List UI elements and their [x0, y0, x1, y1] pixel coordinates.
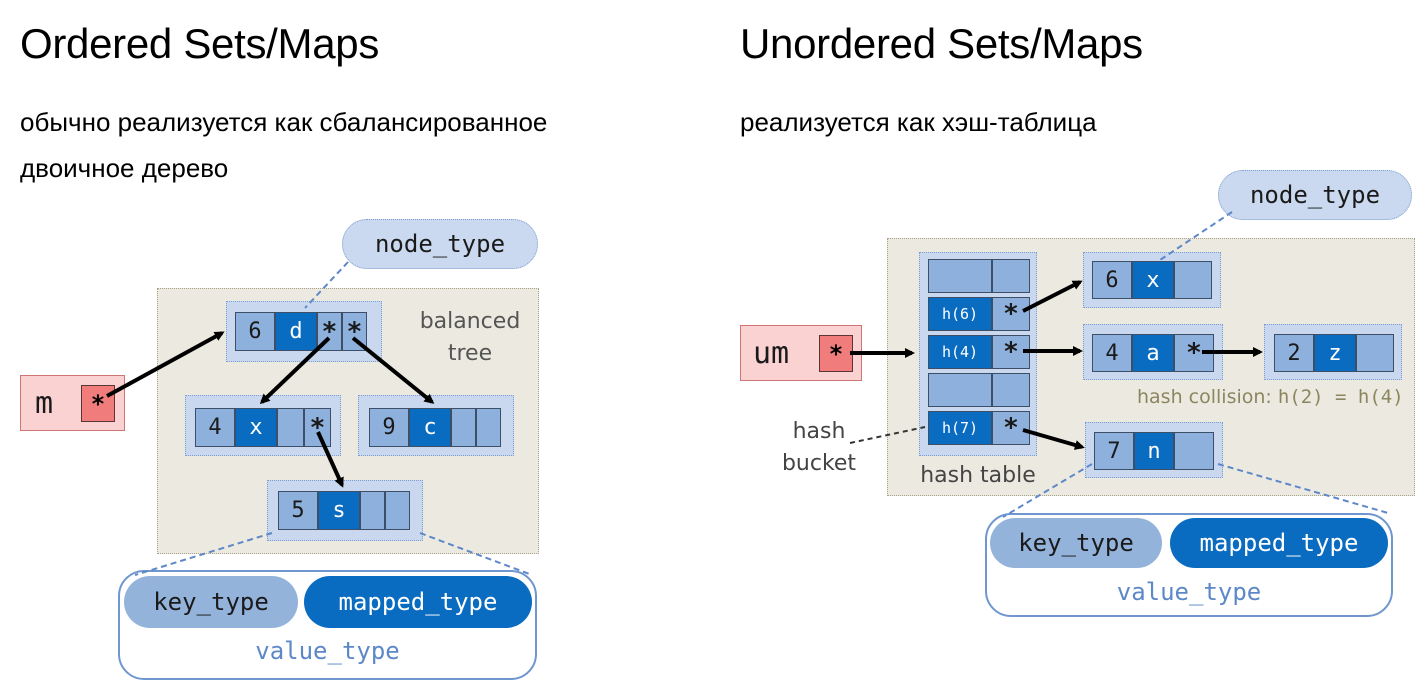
hash-node-4: 4 a *	[1083, 324, 1223, 380]
ordered-value-type-label: value_type	[255, 637, 400, 665]
ordered-mapped-type-pill: mapped_type	[304, 576, 532, 628]
hash-bucket-empty	[928, 259, 992, 293]
hash-node-6: 6 x	[1083, 252, 1221, 308]
balanced-tree-label: balanced tree	[405, 306, 535, 370]
ordered-map-variable-name: m	[35, 386, 54, 421]
ordered-map-variable: m *	[20, 375, 125, 431]
hash-node-7: 7 n	[1085, 422, 1223, 478]
node-value-cell: d	[275, 312, 317, 351]
node-value-cell: x	[1132, 261, 1174, 299]
node-key-cell: 7	[1094, 432, 1134, 470]
hash-table: h(6) * h(4) * h(7) *	[919, 252, 1037, 456]
tree-node-leaf: 5 s	[267, 480, 423, 541]
hash-bucket-h6: h(6)	[928, 297, 992, 331]
node-key-cell: 4	[1092, 334, 1132, 372]
ordered-node-type-pill: node_type	[342, 219, 538, 269]
node-value-cell: x	[235, 408, 277, 447]
hash-collision-expression: h(2) = h(4)	[1277, 386, 1404, 408]
ordered-map-pointer-cell: *	[81, 385, 115, 422]
hash-bucket-label: hash bucket	[764, 416, 874, 480]
hash-bucket-h7: h(7)	[928, 411, 992, 445]
unordered-map-variable: um *	[740, 325, 862, 381]
hash-collision-note: hash collision: h(2) = h(4)	[1137, 386, 1404, 408]
ordered-title: Ordered Sets/Maps	[20, 20, 380, 67]
tree-node-root: 6 d * *	[226, 301, 382, 362]
unordered-value-type-label: value_type	[1116, 578, 1262, 606]
node-left-pointer-cell	[451, 408, 476, 447]
node-key-cell: 6	[1092, 261, 1132, 299]
node-left-pointer-cell	[277, 408, 304, 447]
node-right-pointer-cell: *	[304, 408, 331, 447]
balanced-tree-label-line2: tree	[447, 341, 493, 366]
node-next-pointer-cell	[1174, 432, 1214, 470]
hash-node-2: 2 z	[1264, 324, 1402, 380]
hash-bucket-pointer-empty	[992, 373, 1030, 407]
ordered-key-type-pill: key_type	[124, 576, 298, 628]
hash-bucket-empty	[928, 373, 992, 407]
hash-bucket-h4-pointer: *	[992, 335, 1030, 369]
unordered-title: Unordered Sets/Maps	[740, 20, 1143, 67]
hash-bucket-h6-pointer: *	[992, 297, 1030, 331]
tree-node-right: 9 c	[358, 395, 514, 456]
node-value-cell: z	[1314, 334, 1356, 372]
unordered-map-pointer-cell: *	[819, 335, 853, 372]
node-right-pointer-cell	[476, 408, 501, 447]
node-key-cell: 5	[278, 491, 318, 530]
node-key-cell: 4	[195, 408, 235, 447]
node-value-cell: c	[409, 408, 451, 447]
node-next-pointer-cell	[1356, 334, 1394, 372]
hash-bucket-pointer-empty	[992, 259, 1030, 293]
unordered-subtitle: реализуется как хэш-таблица	[740, 107, 1097, 137]
node-key-cell: 9	[369, 408, 409, 447]
node-key-cell: 2	[1274, 334, 1314, 372]
unordered-key-type-pill: key_type	[990, 518, 1162, 568]
node-value-cell: n	[1134, 432, 1174, 470]
node-key-cell: 6	[235, 312, 275, 351]
hash-collision-prefix: hash collision:	[1137, 386, 1278, 408]
balanced-tree-label-line1: balanced	[419, 309, 521, 334]
node-next-pointer-cell	[1174, 261, 1212, 299]
ordered-subtitle-line1: обычно реализуется как сбалансированное	[20, 107, 548, 137]
tree-node-left: 4 x *	[185, 395, 341, 456]
unordered-map-variable-name: um	[753, 336, 790, 371]
hash-bucket-h7-pointer: *	[992, 411, 1030, 445]
hash-table-label: hash table	[920, 463, 1036, 488]
node-left-pointer-cell	[360, 491, 385, 530]
unordered-node-type-pill: node_type	[1218, 170, 1412, 220]
hash-bucket-label-line1: hash	[792, 419, 846, 444]
node-left-pointer-cell: *	[317, 312, 342, 351]
node-next-pointer-cell: *	[1174, 334, 1214, 372]
hash-bucket-label-line2: bucket	[781, 451, 857, 476]
ordered-subtitle-line2: двоичное дерево	[20, 153, 229, 183]
node-value-cell: a	[1132, 334, 1174, 372]
node-right-pointer-cell: *	[342, 312, 367, 351]
node-value-cell: s	[318, 491, 360, 530]
unordered-mapped-type-pill: mapped_type	[1170, 518, 1388, 568]
hash-bucket-h4: h(4)	[928, 335, 992, 369]
node-right-pointer-cell	[385, 491, 410, 530]
